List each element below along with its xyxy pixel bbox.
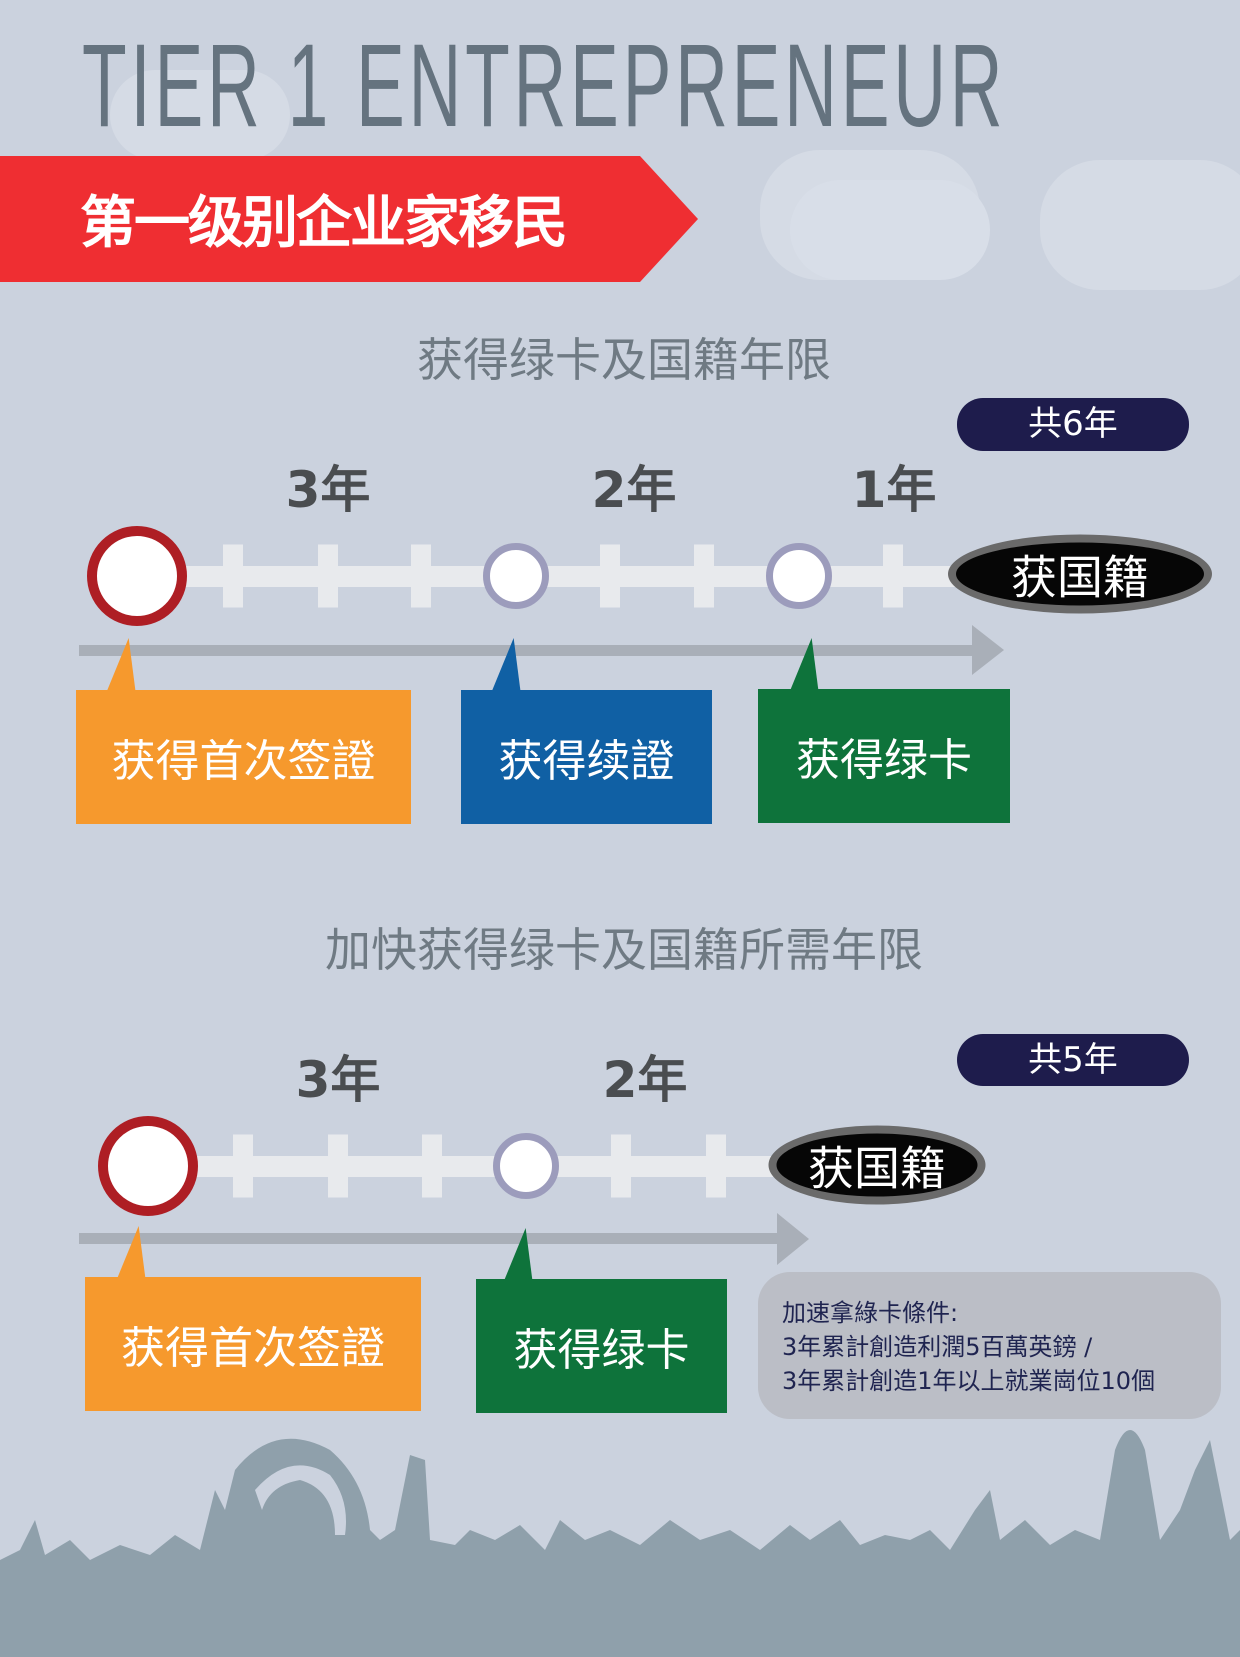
milestone-marker [493, 1133, 559, 1199]
city-skyline [0, 1430, 1240, 1657]
pointer [117, 1226, 153, 1278]
start-marker [98, 1116, 198, 1216]
total-badge: 共6年 [957, 398, 1189, 451]
stage-renewal: 获得续證 [461, 690, 712, 824]
stage-first-visa: 获得首次签證 [85, 1277, 421, 1411]
year-label: 3年 [285, 461, 371, 519]
tick [883, 544, 903, 608]
tick [233, 1134, 253, 1198]
tick [706, 1134, 726, 1198]
page-title: TIER 1 ENTREPRENEUR [82, 20, 1007, 152]
milestone-marker [483, 543, 549, 609]
tick [611, 1134, 631, 1198]
stage-first-visa: 获得首次签證 [76, 690, 411, 824]
arrow-icon [79, 1213, 809, 1265]
tick [600, 544, 620, 608]
year-label: 2年 [602, 1051, 688, 1109]
citizenship-end: 获国籍 [768, 1125, 986, 1205]
tick [328, 1134, 348, 1198]
banner-shape [0, 156, 698, 282]
pointer [790, 638, 826, 690]
arrow-icon [79, 625, 1004, 675]
timeline-bar [148, 1156, 808, 1177]
milestone-marker [766, 543, 832, 609]
section-heading: 获得绿卡及国籍年限 [417, 333, 831, 387]
info-line: 加速拿綠卡條件: [782, 1299, 959, 1327]
fast-track-conditions: 加速拿綠卡條件: 3年累計創造利潤5百萬英鎊 / 3年累計創造1年以上就業崗位1… [758, 1272, 1221, 1419]
stage-green-card: 获得绿卡 [758, 689, 1010, 823]
cloud [110, 70, 290, 160]
stage-green-card: 获得绿卡 [476, 1279, 727, 1413]
tick [223, 544, 243, 608]
info-line: 3年累計創造1年以上就業崗位10個 [782, 1367, 1156, 1395]
pointer [107, 638, 143, 690]
section-heading: 加快获得绿卡及国籍所需年限 [325, 923, 923, 977]
banner-title: 第一级别企业家移民 [80, 191, 568, 256]
cloud [790, 180, 990, 280]
pointer [492, 638, 528, 690]
tick [318, 544, 338, 608]
pointer [504, 1228, 540, 1280]
year-label: 3年 [295, 1051, 381, 1109]
start-marker [87, 526, 187, 626]
citizenship-end: 获国籍 [948, 534, 1212, 614]
info-line: 3年累計創造利潤5百萬英鎊 / [782, 1333, 1093, 1361]
total-badge: 共5年 [957, 1034, 1189, 1086]
year-label: 2年 [591, 461, 677, 519]
tick [694, 544, 714, 608]
cloud [1040, 160, 1240, 290]
tick [422, 1134, 442, 1198]
year-label: 1年 [851, 461, 937, 519]
tick [411, 544, 431, 608]
timeline-bar [137, 566, 987, 587]
